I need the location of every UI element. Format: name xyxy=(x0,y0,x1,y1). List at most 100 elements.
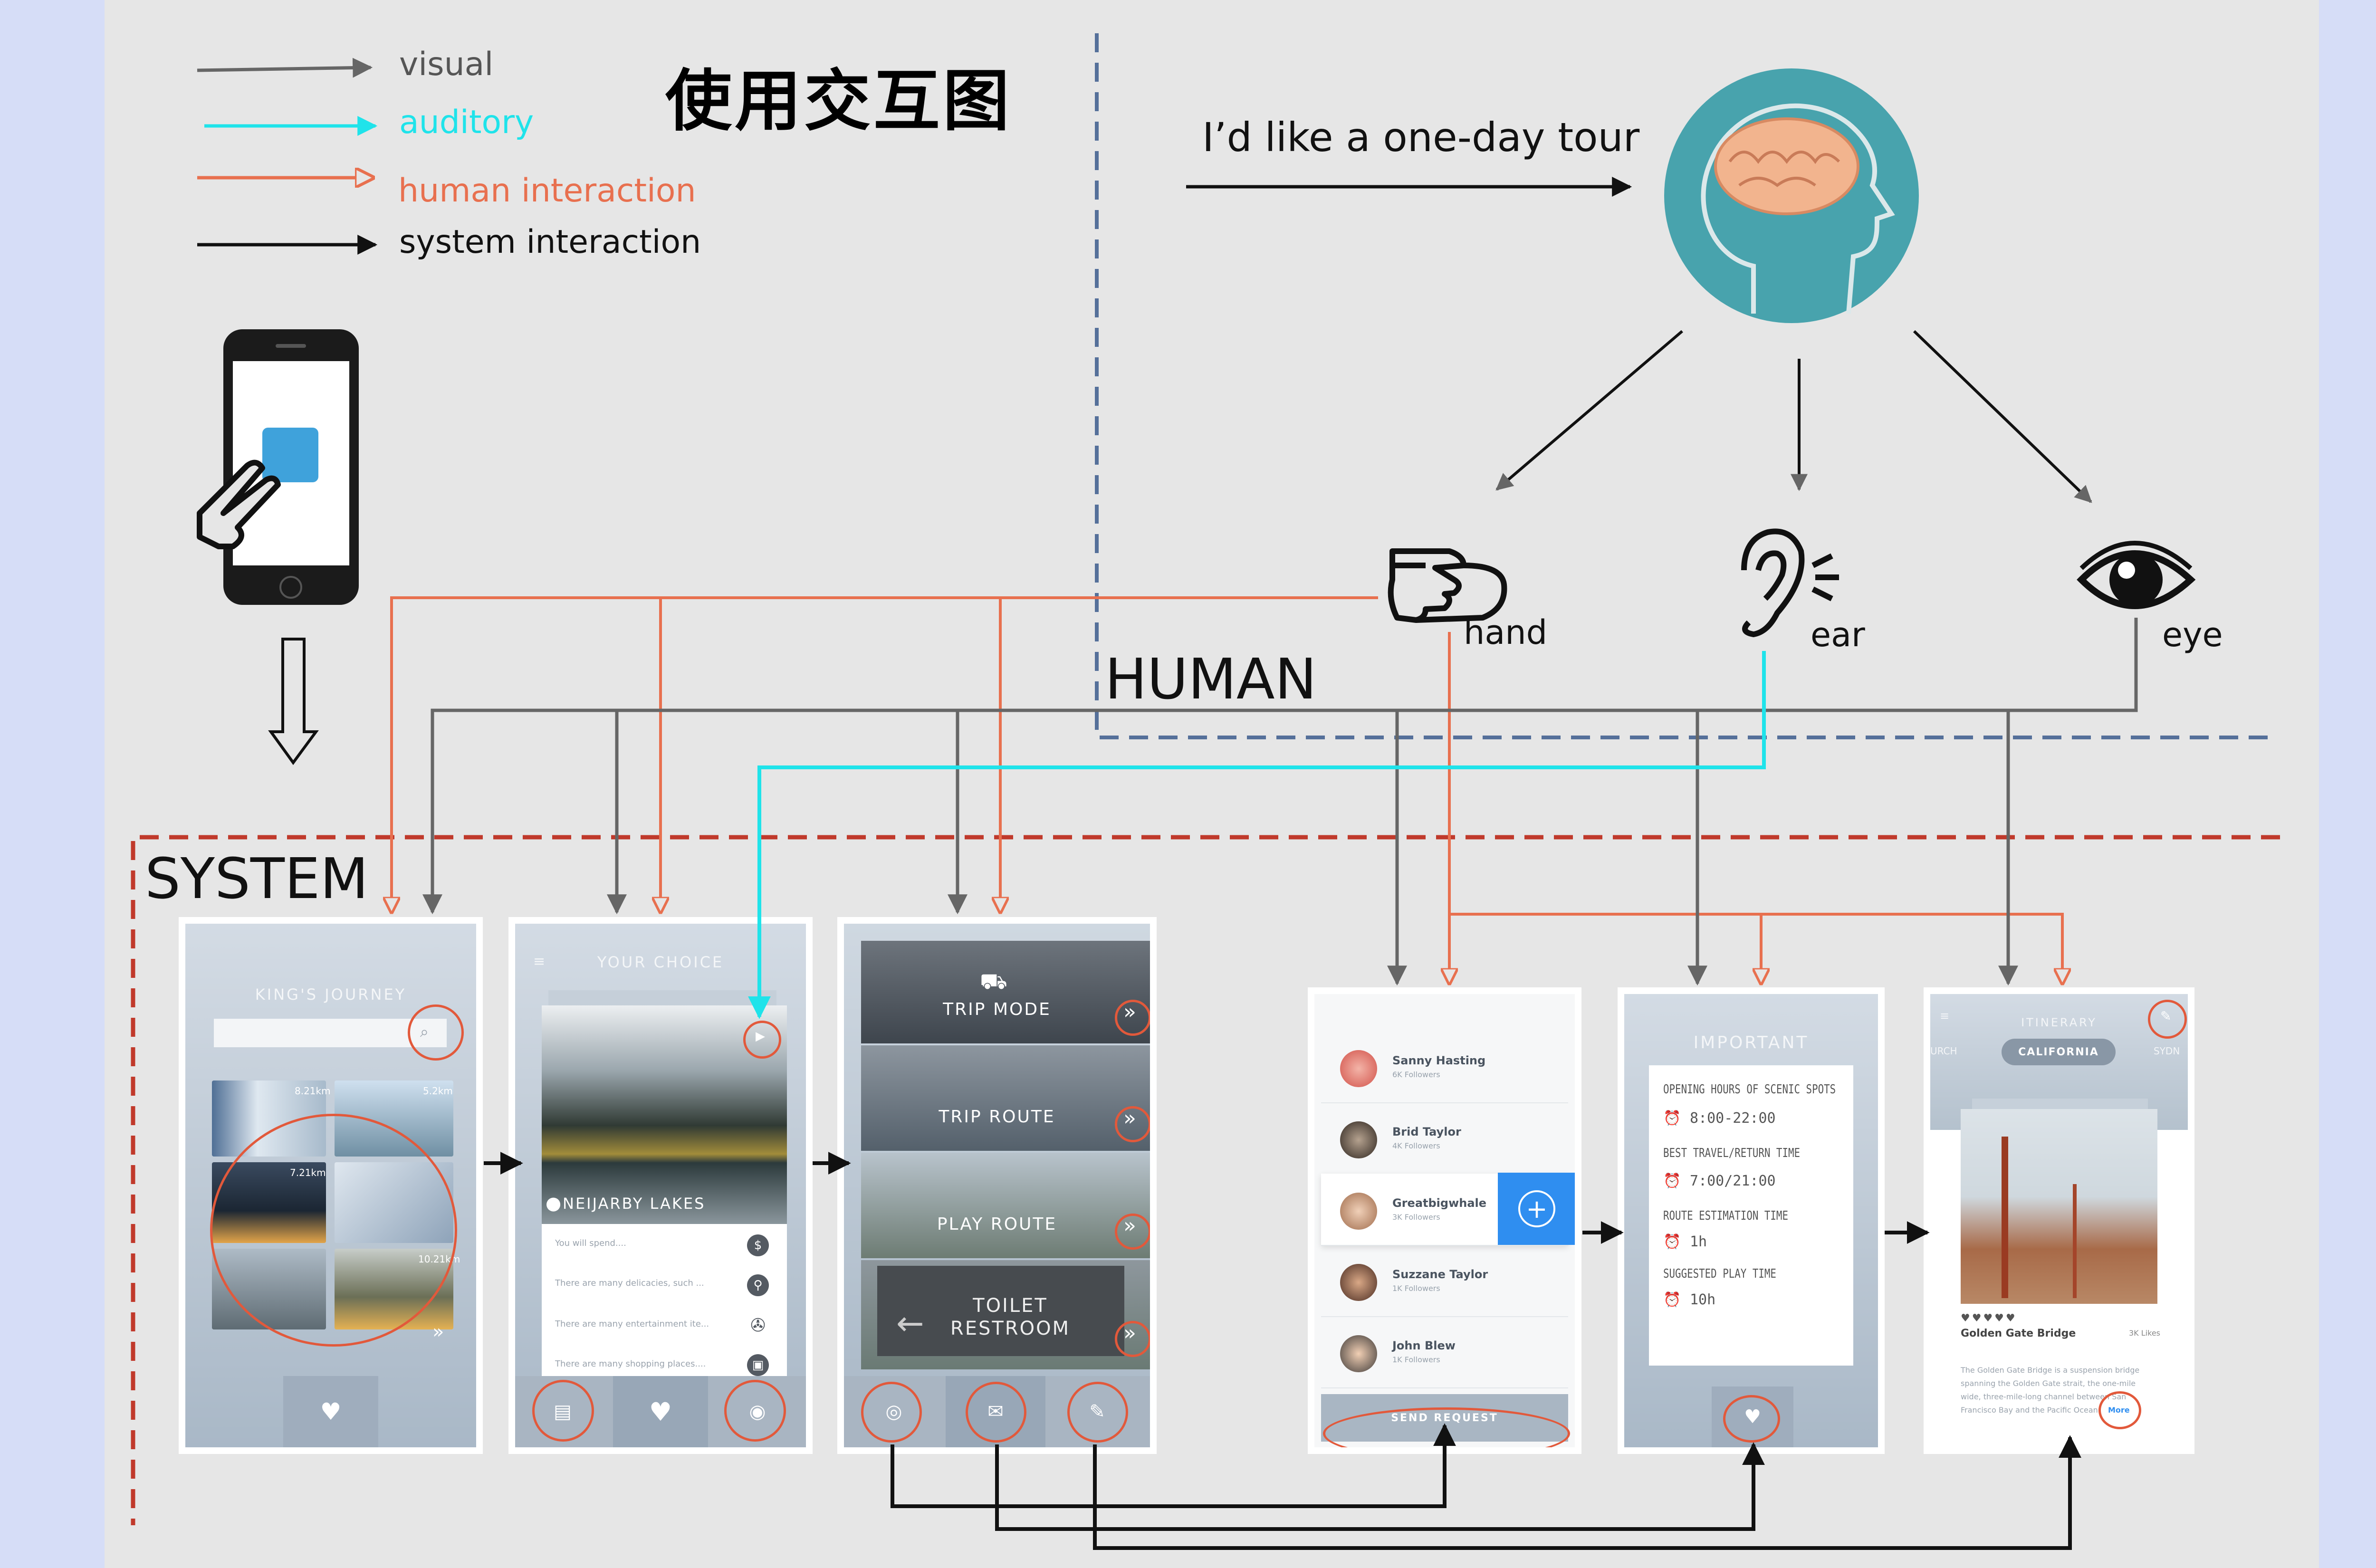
cutlery-icon[interactable]: ⚲ xyxy=(747,1274,769,1296)
chevron-right-icon[interactable]: » xyxy=(1123,1321,1136,1345)
info-value: 1h xyxy=(1690,1233,1707,1250)
system-region-label: SYSTEM xyxy=(145,846,369,911)
info-row-text: There are many shopping places.... xyxy=(555,1359,706,1369)
info-value: 7:00/21:00 xyxy=(1690,1173,1776,1189)
guide-row-selected[interactable]: Greatbigwhale 3K Followers + xyxy=(1321,1173,1575,1246)
app-logo-text: KJ xyxy=(267,435,296,470)
arrow-left-icon: ← xyxy=(896,1304,924,1343)
tab-california[interactable]: CALIFORNIA xyxy=(2002,1039,2116,1065)
trip-route-card[interactable] xyxy=(861,1045,1150,1151)
avatar xyxy=(1340,1121,1377,1158)
tab-previous[interactable]: URCH xyxy=(1930,1045,1957,1057)
legend-visual-label: visual xyxy=(399,46,494,83)
alarm-clock-icon: ⏰ xyxy=(1663,1233,1681,1250)
mode-label: TRIP MODE xyxy=(943,1000,1051,1019)
guide-row[interactable]: Suzzane Taylor 1K Followers xyxy=(1321,1245,1568,1317)
chevron-right-icon[interactable]: » xyxy=(1123,1000,1136,1024)
human-region-label: HUMAN xyxy=(1105,646,1317,712)
shopping-bag-icon[interactable]: ▣ xyxy=(747,1354,769,1376)
location-pin-icon: ● xyxy=(546,1193,562,1214)
diagram-title: 使用交互图 xyxy=(665,62,1013,140)
info-list: You will spend.... $ There are many deli… xyxy=(542,1224,787,1381)
info-value: 10h xyxy=(1690,1291,1716,1308)
description-line: The Golden Gate Bridge is a suspension b… xyxy=(1961,1366,2140,1375)
important-card: OPENING HOURS OF SCENIC SPOTS ⏰ 8:00-22:… xyxy=(1649,1065,1853,1366)
alarm-clock-icon: ⏰ xyxy=(1663,1173,1681,1189)
place-name: Golden Gate Bridge xyxy=(1961,1328,2076,1339)
user-highlight-circle xyxy=(724,1380,786,1442)
mode-label: PLAY ROUTE xyxy=(937,1214,1057,1234)
rating-stars: ♥♥♥♥♥ xyxy=(1961,1312,2017,1324)
guide-followers: 3K Followers xyxy=(1392,1213,1440,1222)
guide-name: Sanny Hasting xyxy=(1392,1054,1486,1067)
bridge-tower xyxy=(2002,1137,2008,1298)
info-value: 8:00-22:00 xyxy=(1690,1110,1776,1127)
screen-your-choice: ≡ YOUR CHOICE ▶ NEIJARBY LAKES ● You wil… xyxy=(508,917,813,1454)
screen2-title: YOUR CHOICE xyxy=(597,953,724,971)
pencil-icon[interactable]: ✎ xyxy=(2160,1008,2172,1024)
screen-kings-journey: KING'S JOURNEY ⌕ 8.21km 5.2km 7.21km 10.… xyxy=(179,917,483,1454)
add-guide-button[interactable]: + xyxy=(1498,1173,1575,1245)
guide-row[interactable]: Brid Taylor 4K Followers xyxy=(1321,1102,1568,1175)
screen1-title: KING'S JOURNEY xyxy=(255,985,407,1004)
info-row-text: There are many delicacies, such ... xyxy=(555,1278,704,1288)
screen5-title: IMPORTANT xyxy=(1693,1033,1809,1052)
chevron-right-icon[interactable]: » xyxy=(1123,1106,1136,1130)
legend-human-label: human interaction xyxy=(398,172,696,210)
screen-itinerary: ≡ ITINERARY ✎ URCH CALIFORNIA SYDN ♥♥♥♥♥… xyxy=(1924,987,2194,1454)
guide-name: Suzzane Taylor xyxy=(1392,1268,1488,1281)
info-label: ROUTE ESTIMATION TIME xyxy=(1663,1209,1788,1223)
guide-name: Brid Taylor xyxy=(1392,1125,1461,1138)
more-highlight-circle xyxy=(2098,1391,2141,1429)
guide-row[interactable]: John Blew 1K Followers xyxy=(1321,1316,1568,1388)
hand-label: hand xyxy=(1464,613,1548,652)
mode-label: TRIP ROUTE xyxy=(939,1107,1055,1127)
distance-label: 8.21km xyxy=(295,1085,331,1097)
alarm-clock-icon: ⏰ xyxy=(1663,1291,1681,1308)
play-route-card[interactable] xyxy=(861,1153,1150,1258)
chevron-right-icon[interactable]: » xyxy=(1123,1214,1136,1238)
next-chevron-icon[interactable]: » xyxy=(432,1321,444,1343)
car-icon: ⛟ xyxy=(980,968,1007,994)
info-row-text: You will spend.... xyxy=(555,1238,626,1248)
speech-text: I’d like a one-day tour xyxy=(1202,114,1640,161)
avatar xyxy=(1340,1335,1377,1372)
tab-next[interactable]: SYDN xyxy=(2154,1045,2180,1057)
search-highlight-circle xyxy=(408,1004,464,1061)
gamepad-icon[interactable]: ✇ xyxy=(750,1315,766,1336)
bridge-photo[interactable] xyxy=(1961,1109,2157,1304)
user-highlight-circle xyxy=(861,1382,922,1443)
legend-auditory-label: auditory xyxy=(399,104,534,141)
play-icon[interactable]: ▶ xyxy=(756,1029,765,1043)
likes-count: 3K Likes xyxy=(2129,1329,2160,1338)
info-label: BEST TRAVEL/RETURN TIME xyxy=(1663,1146,1801,1160)
distance-label: 5.2km xyxy=(423,1085,453,1097)
dollar-icon[interactable]: $ xyxy=(747,1234,769,1256)
photo-highlight-circle xyxy=(210,1114,457,1347)
app-name: 一日游 xyxy=(278,505,341,529)
avatar xyxy=(1340,1193,1377,1230)
info-label: OPENING HOURS OF SCENIC SPOTS xyxy=(1663,1082,1836,1097)
pencil-highlight-circle xyxy=(1067,1382,1128,1443)
info-row-text: There are many entertainment ite... xyxy=(555,1319,709,1329)
avatar xyxy=(1340,1264,1377,1301)
guide-followers: 1K Followers xyxy=(1392,1355,1440,1364)
legend-system-label: system interaction xyxy=(399,223,701,261)
guide-followers: 1K Followers xyxy=(1392,1284,1440,1293)
guide-name: Greatbigwhale xyxy=(1392,1196,1487,1210)
guide-row[interactable]: Sanny Hasting 6K Followers xyxy=(1321,1031,1568,1103)
screen-important: IMPORTANT OPENING HOURS OF SCENIC SPOTS … xyxy=(1618,987,1885,1454)
heart-highlight-circle xyxy=(1723,1395,1780,1443)
mail-highlight-circle xyxy=(966,1382,1026,1443)
description-line: spanning the Golden Gate strait, the one… xyxy=(1961,1379,2136,1388)
ear-label: ear xyxy=(1811,615,1865,654)
avatar xyxy=(1340,1050,1377,1087)
heart-icon[interactable]: ♥ xyxy=(613,1376,708,1447)
description-line: Francisco Bay and the Pacific Ocean xyxy=(1961,1405,2098,1415)
heart-icon[interactable]: ♥ xyxy=(283,1376,378,1447)
eye-label: eye xyxy=(2162,615,2223,654)
mode-label: TOILET RESTROOM xyxy=(950,1295,1071,1339)
info-label: SUGGESTED PLAY TIME xyxy=(1663,1267,1776,1281)
screen-guides: Sanny Hasting 6K Followers Brid Taylor 4… xyxy=(1308,987,1581,1454)
plus-icon: + xyxy=(1518,1190,1555,1227)
